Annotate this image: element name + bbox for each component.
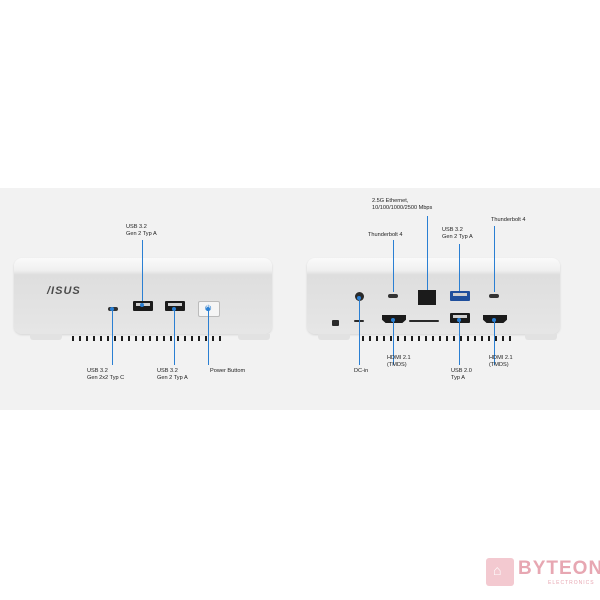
callout-line <box>459 244 460 291</box>
label-usb20: USB 2.0 Typ A <box>451 368 472 382</box>
back-slot <box>409 320 439 322</box>
thunderbolt4-port-right <box>489 294 499 298</box>
callout-line <box>142 240 143 301</box>
callout-dot <box>492 318 496 322</box>
label-usb32-back: USB 3.2 Gen 2 Typ A <box>442 227 473 241</box>
callout-dot <box>110 307 114 311</box>
front-foot-right <box>238 334 270 340</box>
label-dc-in: DC-in <box>354 368 368 375</box>
callout-dot <box>457 318 461 322</box>
back-foot-left <box>318 334 350 340</box>
callout-line <box>427 216 428 290</box>
watermark: ⌂ BYTEON ELECTRONICS <box>486 558 592 590</box>
label-usb32-c: USB 3.2 Gen 2x2 Typ C <box>87 368 124 382</box>
callout-line <box>208 309 209 365</box>
watermark-sub: ELECTRONICS <box>548 580 595 586</box>
label-thunderbolt4-right: Thunderbolt 4 <box>491 217 526 224</box>
callout-dot <box>172 307 176 311</box>
callout-line <box>112 309 113 365</box>
thunderbolt4-port-left <box>388 294 398 298</box>
callout-dot <box>357 296 361 300</box>
callout-line <box>393 240 394 292</box>
front-vents <box>72 336 222 341</box>
callout-line <box>359 298 360 365</box>
callout-dot <box>140 303 144 307</box>
asus-logo: /ISUS <box>47 285 81 297</box>
callout-line <box>459 320 460 365</box>
label-hdmi-right: HDMI 2.1 (TMDS) <box>489 355 513 369</box>
callout-line <box>174 309 175 365</box>
label-usb32-top: USB 3.2 Gen 2 Typ A <box>126 224 157 238</box>
back-usb32-port <box>450 291 470 301</box>
label-ethernet: 2.5G Ethernet, 10/100/1000/2500 Mbps <box>372 198 432 212</box>
label-thunderbolt4-left: Thunderbolt 4 <box>368 232 403 239</box>
label-hdmi-left: HDMI 2.1 (TMDS) <box>387 355 411 369</box>
front-foot-left <box>30 334 62 340</box>
callout-line <box>494 226 495 292</box>
watermark-brand: BYTEON <box>518 558 600 580</box>
back-foot-right <box>525 334 557 340</box>
back-vents <box>362 336 512 341</box>
home-icon: ⌂ <box>486 558 514 586</box>
label-power: Power Buttom <box>210 368 245 375</box>
kensington-lock <box>332 320 339 326</box>
callout-dot <box>391 318 395 322</box>
label-usb32-bottom: USB 3.2 Gen 2 Typ A <box>157 368 188 382</box>
ethernet-port <box>418 290 436 305</box>
callout-dot <box>206 307 210 311</box>
